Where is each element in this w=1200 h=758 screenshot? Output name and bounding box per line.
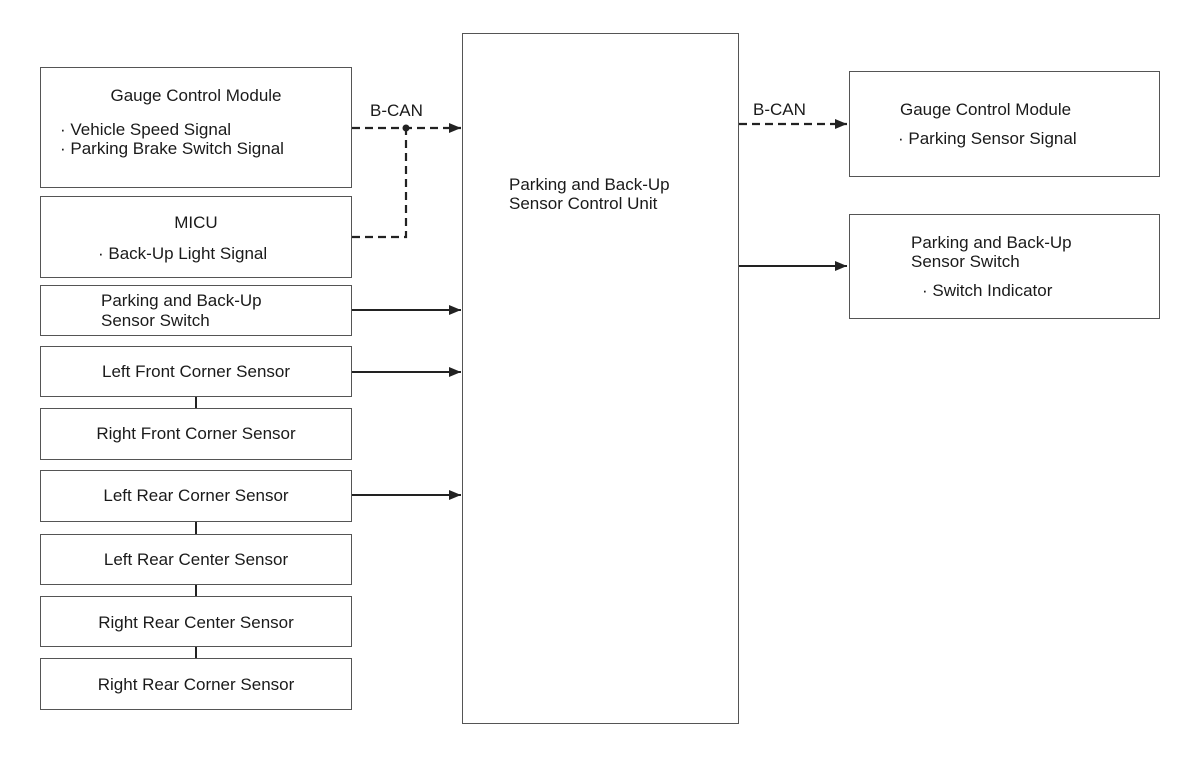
parking-switch-output-line2: Sensor Switch [911,252,1020,271]
micu-box [40,196,352,278]
b-can-output-label: B-CAN [753,100,806,119]
parking-switch-output-box [849,214,1160,319]
sensor-control-unit-box [462,33,739,724]
right-rear-center-sensor-box [40,596,352,647]
parking-switch-input-line2: Sensor Switch [101,311,210,330]
right-rear-center-sensor-label: Right Rear Center Sensor [98,613,294,632]
gauge-control-module-output-title: Gauge Control Module [900,100,1072,119]
right-rear-corner-sensor-label: Right Rear Corner Sensor [97,675,295,694]
b-can-input-label: B-CAN [370,101,423,120]
right-front-corner-sensor-label: Right Front Corner Sensor [96,424,296,443]
left-rear-corner-sensor-label: Left Rear Corner Sensor [103,486,289,505]
control-unit-title-line1: Parking and Back-Up [509,175,670,194]
parking-brake-signal-label: · Parking Brake Switch Signal [60,139,284,158]
control-unit-title-line2: Sensor Control Unit [509,194,658,213]
right-rear-corner-sensor-box [40,658,352,710]
vehicle-speed-signal-label: · Vehicle Speed Signal [60,120,232,139]
right-front-corner-sensor-box [40,408,352,460]
gauge-control-module-input-box [40,67,352,188]
gauge-control-module-output-box [849,71,1160,177]
micu-b-can-branch [352,128,408,239]
switch-indicator-label: · Switch Indicator [922,281,1053,300]
left-rear-center-sensor-label: Left Rear Center Sensor [103,550,289,569]
parking-switch-output-line1: Parking and Back-Up [911,233,1072,252]
left-rear-corner-sensor-box [40,470,352,522]
micu-title: MICU [174,213,218,232]
parking-switch-input-line1: Parking and Back-Up [101,291,262,310]
left-front-corner-sensor-label: Left Front Corner Sensor [101,362,291,381]
back-up-light-signal-label: · Back-Up Light Signal [98,244,268,263]
parking-sensor-signal-label: · Parking Sensor Signal [898,129,1077,148]
gauge-control-module-input-title: Gauge Control Module [110,86,282,105]
left-rear-center-sensor-box [40,534,352,585]
left-front-corner-sensor-box [40,346,352,397]
parking-switch-input-box [40,285,352,336]
